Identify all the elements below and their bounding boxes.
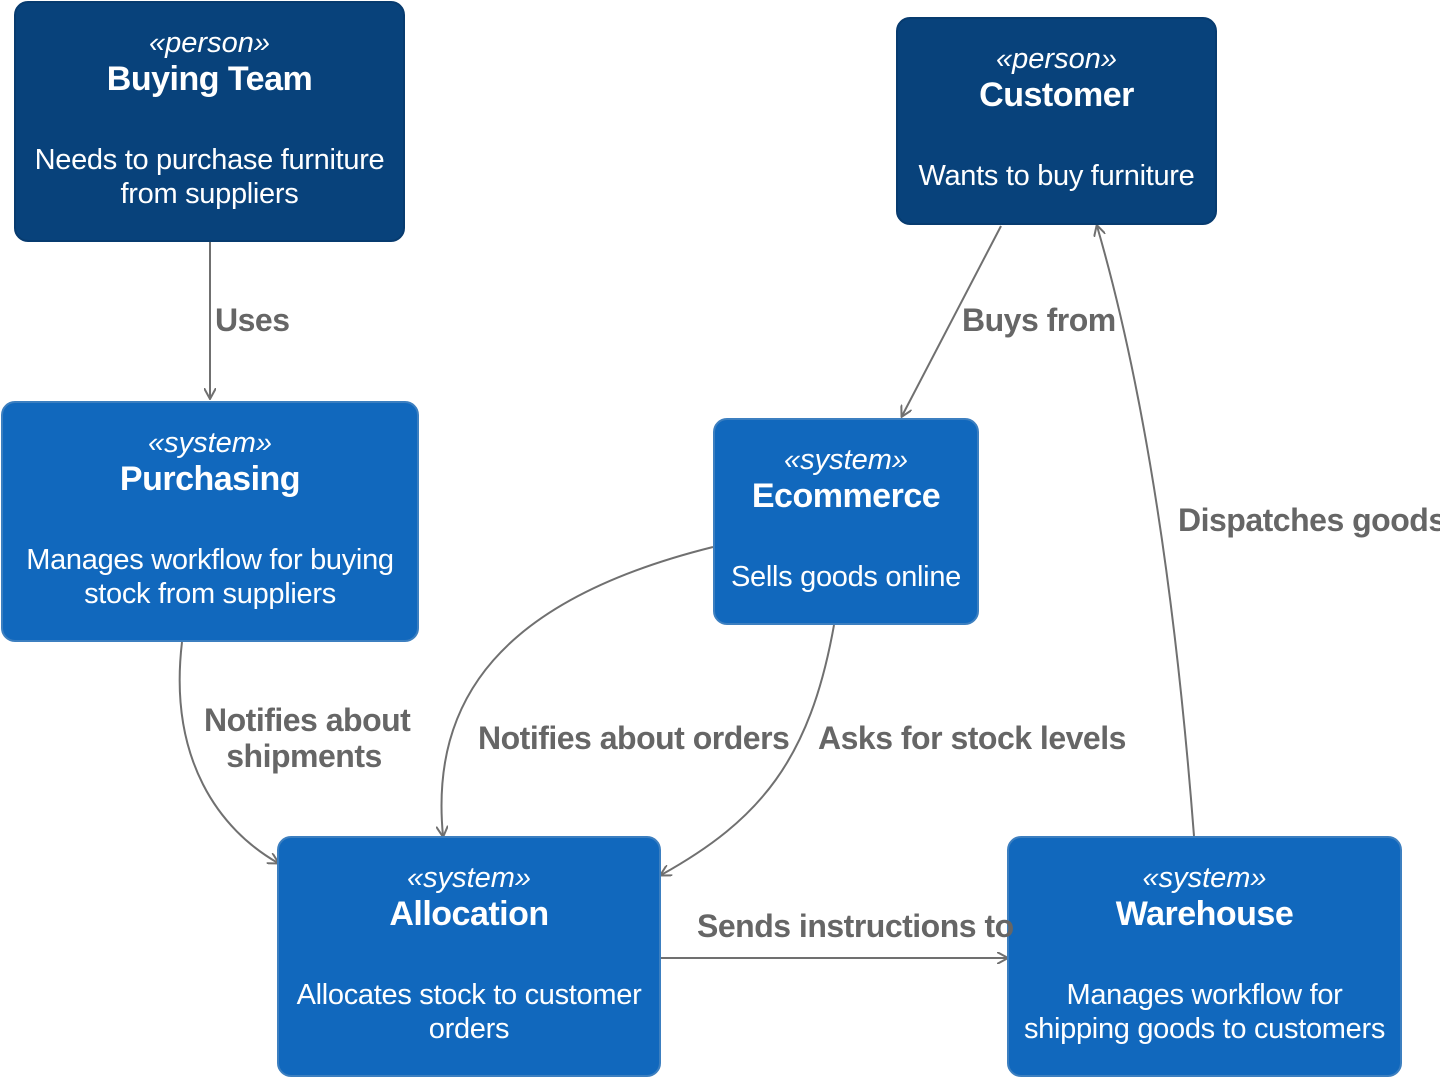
edge-label-notifies-orders: Notifies about orders (478, 720, 790, 756)
edge-label-dispatches-goods: Dispatches goods to (1178, 502, 1440, 538)
edge-label-sends-instructions: Sends instructions to (697, 908, 1014, 944)
edge-label-asks-stock: Asks for stock levels (818, 720, 1126, 756)
node-description: Wants to buy furniture (918, 160, 1195, 192)
node-description: shipping goods to customers (1023, 1013, 1386, 1045)
node-stereotype: «system» (147, 427, 273, 459)
purchasing-node[interactable]: «system» Purchasing Manages workflow for… (1, 401, 419, 642)
node-title: Warehouse (1115, 895, 1294, 933)
edge-buys-from (902, 225, 1002, 416)
node-title: Allocation (389, 895, 549, 933)
edge-label-line: Notifies about (204, 702, 411, 738)
ecommerce-node[interactable]: «system» Ecommerce Sells goods online (713, 418, 979, 625)
node-stereotype: «person» (996, 43, 1117, 75)
node-title: Ecommerce (751, 477, 941, 515)
node-description: stock from suppliers (84, 578, 336, 610)
node-description: from suppliers (120, 178, 299, 210)
edge-asks-stock (661, 624, 835, 875)
edge-label-notifies-shipments: Notifies about shipments (204, 702, 411, 774)
edge-label-uses: Uses (215, 302, 290, 338)
edge-label-line: shipments (226, 738, 382, 774)
node-stereotype: «system» (1142, 862, 1267, 894)
edge-label-buys-from: Buys from (962, 302, 1116, 338)
node-stereotype: «system» (406, 862, 532, 894)
node-stereotype: «person» (149, 27, 270, 59)
node-title: Purchasing (119, 460, 301, 498)
buying-team-node[interactable]: «person» Buying Team Needs to purchase f… (14, 1, 405, 242)
node-description: Needs to purchase furniture (34, 144, 385, 176)
node-description: orders (428, 1013, 510, 1045)
node-description: Manages workflow for (1066, 979, 1343, 1011)
allocation-node[interactable]: «system» Allocation Allocates stock to c… (277, 836, 661, 1077)
node-description: Manages workflow for buying (26, 544, 394, 576)
warehouse-node[interactable]: «system» Warehouse Manages workflow for … (1007, 836, 1402, 1077)
node-title: Buying Team (106, 60, 313, 98)
edge-dispatches-goods (1097, 226, 1195, 837)
node-description: Sells goods online (731, 561, 961, 593)
node-description: Allocates stock to customer (296, 979, 642, 1011)
edge-notifies-shipments (178, 641, 278, 863)
node-stereotype: «system» (783, 444, 909, 476)
customer-node[interactable]: «person» Customer Wants to buy furniture (896, 17, 1217, 225)
edge-notifies-orders (442, 546, 714, 836)
node-title: Customer (979, 76, 1134, 114)
